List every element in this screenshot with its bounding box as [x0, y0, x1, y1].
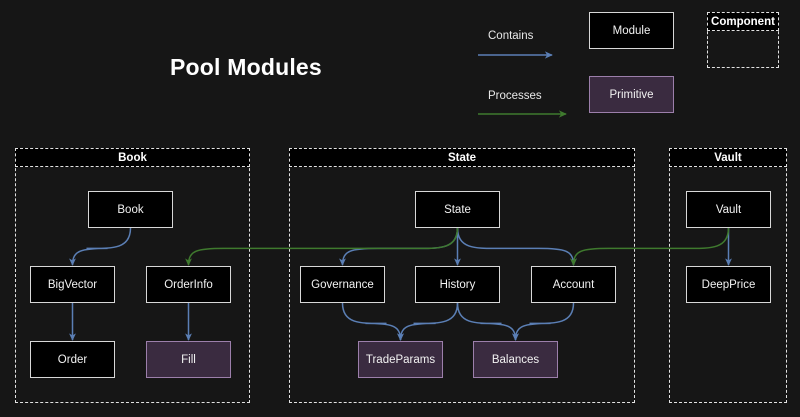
- legend-arrow-layer: [0, 0, 800, 417]
- diagram-canvas: Pool Modules Contains Processes Module P…: [0, 0, 800, 417]
